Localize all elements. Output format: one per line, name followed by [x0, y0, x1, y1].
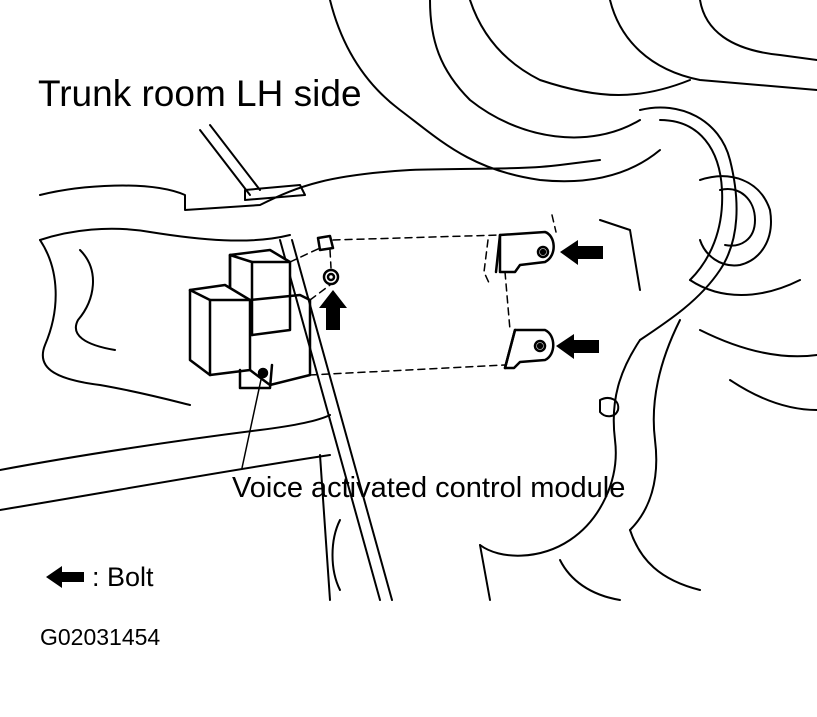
side-wall-outline: [0, 229, 340, 600]
bolt-arrow-icon: [560, 240, 603, 265]
wiring-harness: [480, 107, 817, 600]
lower-bracket: [505, 330, 553, 368]
upper-bracket: [496, 232, 554, 272]
callout-leader: [242, 375, 262, 468]
legend-label: : Bolt: [92, 562, 154, 592]
control-module: [190, 250, 310, 388]
bolt-arrow-icon: [556, 334, 599, 359]
small-bracket: [318, 236, 338, 284]
legend: : Bolt: [44, 560, 154, 594]
diagram-title: Trunk room LH side: [38, 73, 362, 114]
bolt-arrow-icon: [46, 566, 84, 588]
trunk-body-outline: [40, 0, 817, 210]
bolt-arrow-icon: [319, 290, 347, 330]
module-callout-label: Voice activated control module: [232, 472, 626, 504]
figure-id: G02031454: [40, 624, 161, 650]
alignment-lines: [290, 215, 556, 375]
